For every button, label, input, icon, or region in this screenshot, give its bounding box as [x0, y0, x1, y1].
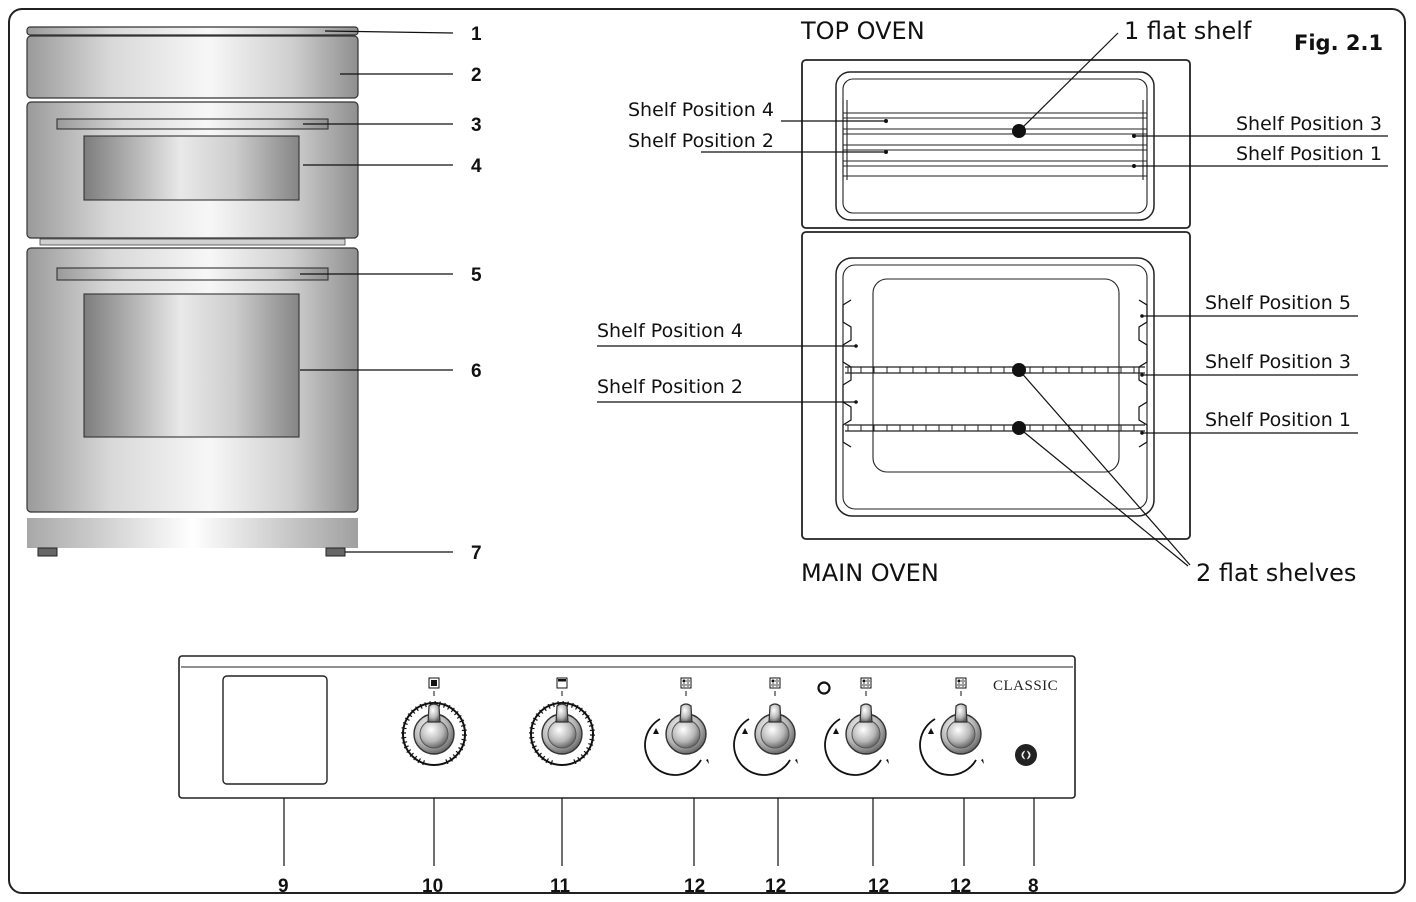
control-knobs	[400, 677, 984, 776]
top-oven-cavity	[801, 59, 1191, 229]
control-knob-6[interactable]	[919, 677, 984, 776]
hotplate-symbol-icon	[955, 677, 967, 689]
main-oven-title: MAIN OVEN	[801, 559, 939, 587]
top-oven-title: TOP OVEN	[800, 17, 925, 45]
top-oven-shelf-position-4: Shelf Position 4	[628, 99, 774, 121]
top-trim	[26, 26, 359, 36]
control-fascia	[26, 35, 359, 99]
callout-2: 2	[471, 65, 482, 86]
figure-frame	[8, 8, 1406, 894]
main-oven-shelf-position-1: Shelf Position 1	[1205, 409, 1351, 431]
main-oven-leaders	[597, 314, 1358, 567]
callout-4: 4	[471, 156, 482, 177]
control-knob-1[interactable]	[400, 677, 468, 766]
callout-11: 11	[550, 876, 571, 897]
hotplate-symbol-icon	[769, 677, 781, 689]
ignition-button-icon[interactable]	[1015, 744, 1037, 766]
neon-indicator-icon	[817, 681, 831, 695]
main-oven-wire-shelf	[845, 424, 1145, 432]
control-knob-4[interactable]	[733, 677, 798, 776]
callout-12-b: 12	[765, 876, 786, 897]
callout-8: 8	[1028, 876, 1039, 897]
main-oven-shelf-position-2: Shelf Position 2	[597, 376, 743, 398]
cooker-leaders	[300, 30, 454, 553]
top-oven-handle[interactable]	[56, 118, 329, 130]
cooker-front	[26, 26, 359, 557]
control-knob-3[interactable]	[644, 677, 709, 776]
figure-label: Fig. 2.1	[1294, 31, 1383, 55]
top-oven-window	[83, 135, 300, 201]
control-leaders	[283, 798, 1035, 866]
callout-5: 5	[471, 265, 482, 286]
adjustable-foot-right	[325, 547, 346, 557]
main-oven-handle[interactable]	[56, 267, 329, 281]
top-oven-shelf-position-1: Shelf Position 1	[1236, 143, 1382, 165]
control-knob-5[interactable]	[824, 677, 889, 776]
control-callout-numbers: 9 10 11 12 12 12 12 8	[278, 876, 1039, 897]
main-oven-cavity	[801, 231, 1191, 540]
main-oven-shelf-position-4: Shelf Position 4	[597, 320, 743, 342]
brand-logo: CLASSIC	[993, 678, 1058, 694]
callout-12-c: 12	[868, 876, 889, 897]
hotplate-symbol-icon	[680, 677, 692, 689]
cooker-callout-numbers: 1 2 3 4 5 6 7	[471, 24, 482, 564]
callout-12-a: 12	[684, 876, 705, 897]
callout-1: 1	[471, 24, 482, 45]
callout-3: 3	[471, 115, 482, 136]
adjustable-foot-left	[37, 547, 58, 557]
main-oven-wire-shelf	[845, 366, 1145, 374]
top-oven-shelf-position-3: Shelf Position 3	[1236, 113, 1382, 135]
door-gap-trim	[39, 238, 346, 246]
main-oven-window	[83, 293, 300, 438]
callout-6: 6	[471, 361, 482, 382]
callout-7: 7	[471, 543, 482, 564]
callout-10: 10	[422, 876, 443, 897]
top-oven-shelf-position-2: Shelf Position 2	[628, 130, 774, 152]
callout-9: 9	[278, 876, 289, 897]
oven-symbol-icon	[556, 677, 568, 689]
top-oven-leaders	[701, 32, 1388, 167]
main-oven-shelf-position-3: Shelf Position 3	[1205, 351, 1351, 373]
main-oven-shelf-position-5: Shelf Position 5	[1205, 292, 1351, 314]
control-panel: CLASSIC	[178, 655, 1076, 799]
grill-symbol-icon	[428, 677, 440, 689]
main-oven-shelves	[845, 366, 1145, 432]
control-knob-2[interactable]	[528, 677, 596, 766]
hotplate-symbol-icon	[860, 677, 872, 689]
top-oven-shelf-note: 1 flat shelf	[1124, 17, 1252, 45]
plinth	[27, 518, 358, 548]
callout-12-d: 12	[950, 876, 971, 897]
main-oven-shelf-note: 2 flat shelves	[1196, 559, 1356, 587]
timer-display-panel[interactable]	[222, 675, 328, 785]
